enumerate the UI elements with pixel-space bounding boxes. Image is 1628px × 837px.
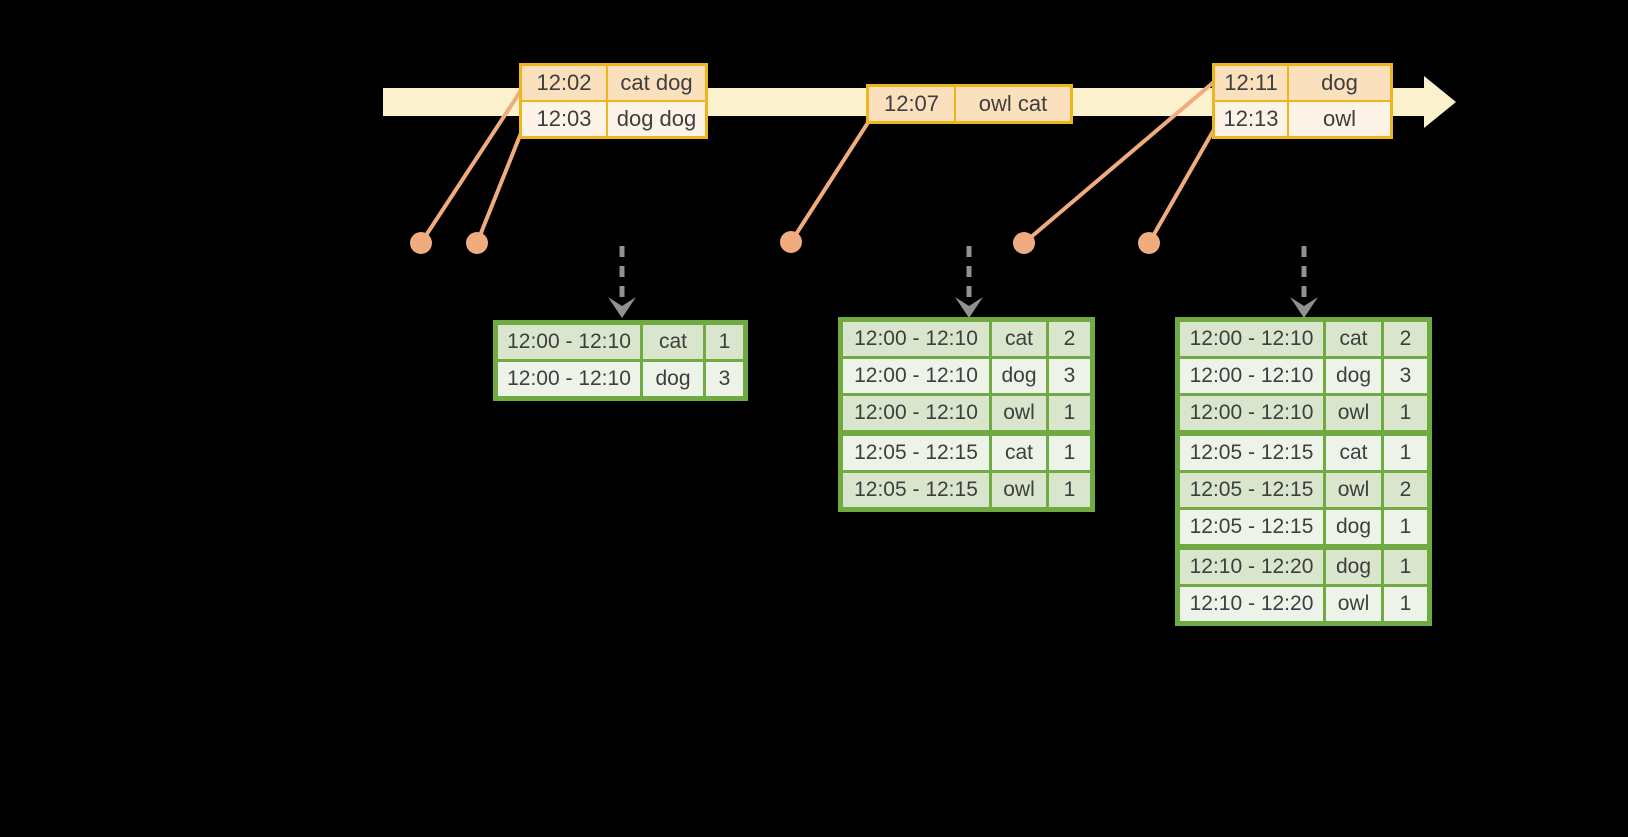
event-dot xyxy=(466,232,488,254)
count-cell: 1 xyxy=(1384,510,1427,544)
result-table-row: 12:00 - 12:10 dog 3 xyxy=(843,359,1090,393)
count-cell: 1 xyxy=(706,325,743,359)
window-cell: 12:00 - 12:10 xyxy=(1180,396,1323,430)
connector-line xyxy=(475,126,525,245)
result-table-row: 12:00 - 12:10 owl 1 xyxy=(1180,396,1427,430)
trigger-arrowheads xyxy=(608,297,1318,318)
window-cell: 12:05 - 12:15 xyxy=(1180,436,1323,470)
event-dot xyxy=(780,231,802,253)
event-dot xyxy=(1138,232,1160,254)
count-cell: 1 xyxy=(1384,436,1427,470)
window-cell: 12:05 - 12:15 xyxy=(1180,473,1323,507)
event-time-cell: 12:11 xyxy=(1215,66,1287,100)
trigger-arrows xyxy=(619,246,1307,298)
event-words-cell: owl xyxy=(1289,102,1390,136)
event-table-1: 12:02 cat dog 12:03 dog dog xyxy=(519,63,708,139)
count-cell: 2 xyxy=(1384,322,1427,356)
word-cell: cat xyxy=(643,325,703,359)
event-table-row: 12:13 owl xyxy=(1215,102,1390,136)
result-table-row: 12:00 - 12:10 dog 3 xyxy=(1180,359,1427,393)
connector-line xyxy=(789,119,871,244)
event-words-cell: dog xyxy=(1289,66,1390,100)
result-table-row: 12:00 - 12:10 cat 1 xyxy=(498,325,743,359)
result-table-row: 12:05 - 12:15 cat 1 xyxy=(843,436,1090,470)
count-cell: 2 xyxy=(1384,473,1427,507)
event-table-row: 12:11 dog xyxy=(1215,66,1390,100)
result-table-row: 12:05 - 12:15 cat 1 xyxy=(1180,436,1427,470)
event-dots xyxy=(410,231,1160,254)
event-words-cell: owl cat xyxy=(956,87,1070,121)
connector-line xyxy=(1147,124,1218,245)
word-cell: cat xyxy=(1326,436,1381,470)
result-table-row: 12:00 - 12:10 cat 2 xyxy=(843,322,1090,356)
word-cell: dog xyxy=(643,362,703,396)
word-cell: dog xyxy=(1326,510,1381,544)
count-cell: 2 xyxy=(1049,322,1090,356)
event-words-cell: cat dog xyxy=(608,66,705,100)
result-table-1: 12:00 - 12:10 cat 1 12:00 - 12:10 dog 3 xyxy=(493,320,748,401)
word-cell: dog xyxy=(992,359,1046,393)
trigger-arrowhead-icon xyxy=(955,297,983,318)
window-cell: 12:00 - 12:10 xyxy=(498,325,640,359)
window-cell: 12:00 - 12:10 xyxy=(843,396,989,430)
window-cell: 12:00 - 12:10 xyxy=(1180,322,1323,356)
count-cell: 3 xyxy=(706,362,743,396)
window-cell: 12:10 - 12:20 xyxy=(1180,587,1323,621)
event-table-2: 12:07 owl cat xyxy=(866,84,1073,124)
result-table-row: 12:10 - 12:20 dog 1 xyxy=(1180,550,1427,584)
word-cell: dog xyxy=(1326,550,1381,584)
event-table-row: 12:02 cat dog xyxy=(522,66,705,100)
window-cell: 12:05 - 12:15 xyxy=(843,473,989,507)
window-cell: 12:00 - 12:10 xyxy=(1180,359,1323,393)
connector-lines xyxy=(419,79,1218,245)
event-time-cell: 12:13 xyxy=(1215,102,1287,136)
trigger-arrowhead-icon xyxy=(1290,297,1318,318)
count-cell: 1 xyxy=(1049,436,1090,470)
result-table-row: 12:00 - 12:10 owl 1 xyxy=(843,396,1090,430)
event-words-cell: dog dog xyxy=(608,102,705,136)
window-cell: 12:00 - 12:10 xyxy=(843,359,989,393)
window-cell: 12:05 - 12:15 xyxy=(843,436,989,470)
event-dot xyxy=(410,232,432,254)
count-cell: 1 xyxy=(1384,396,1427,430)
window-cell: 12:00 - 12:10 xyxy=(498,362,640,396)
result-table-row: 12:00 - 12:10 dog 3 xyxy=(498,362,743,396)
event-table-row: 12:07 owl cat xyxy=(869,87,1070,121)
result-table-row: 12:05 - 12:15 owl 2 xyxy=(1180,473,1427,507)
count-cell: 1 xyxy=(1049,473,1090,507)
count-cell: 1 xyxy=(1384,550,1427,584)
event-time-cell: 12:07 xyxy=(869,87,954,121)
word-cell: owl xyxy=(992,396,1046,430)
connector-line xyxy=(1022,79,1217,245)
event-time-cell: 12:02 xyxy=(522,66,606,100)
event-table-3: 12:11 dog 12:13 owl xyxy=(1212,63,1393,139)
result-table-2: 12:00 - 12:10 cat 2 12:00 - 12:10 dog 3 … xyxy=(838,317,1095,512)
result-table-3: 12:00 - 12:10 cat 2 12:00 - 12:10 dog 3 … xyxy=(1175,317,1432,626)
word-cell: dog xyxy=(1326,359,1381,393)
count-cell: 1 xyxy=(1049,396,1090,430)
word-cell: owl xyxy=(1326,587,1381,621)
word-cell: cat xyxy=(992,436,1046,470)
connector-line xyxy=(419,87,524,245)
event-dot xyxy=(1013,232,1035,254)
count-cell: 3 xyxy=(1384,359,1427,393)
event-time-cell: 12:03 xyxy=(522,102,606,136)
trigger-arrowhead-icon xyxy=(608,297,636,318)
result-table-row: 12:05 - 12:15 dog 1 xyxy=(1180,510,1427,544)
window-cell: 12:00 - 12:10 xyxy=(843,322,989,356)
result-table-row: 12:10 - 12:20 owl 1 xyxy=(1180,587,1427,621)
word-cell: owl xyxy=(992,473,1046,507)
count-cell: 3 xyxy=(1049,359,1090,393)
word-cell: owl xyxy=(1326,473,1381,507)
word-cell: owl xyxy=(1326,396,1381,430)
result-table-row: 12:00 - 12:10 cat 2 xyxy=(1180,322,1427,356)
word-cell: cat xyxy=(992,322,1046,356)
word-cell: cat xyxy=(1326,322,1381,356)
timeline-arrowhead-icon xyxy=(1424,76,1456,128)
window-cell: 12:10 - 12:20 xyxy=(1180,550,1323,584)
count-cell: 1 xyxy=(1384,587,1427,621)
window-cell: 12:05 - 12:15 xyxy=(1180,510,1323,544)
result-table-row: 12:05 - 12:15 owl 1 xyxy=(843,473,1090,507)
event-table-row: 12:03 dog dog xyxy=(522,102,705,136)
